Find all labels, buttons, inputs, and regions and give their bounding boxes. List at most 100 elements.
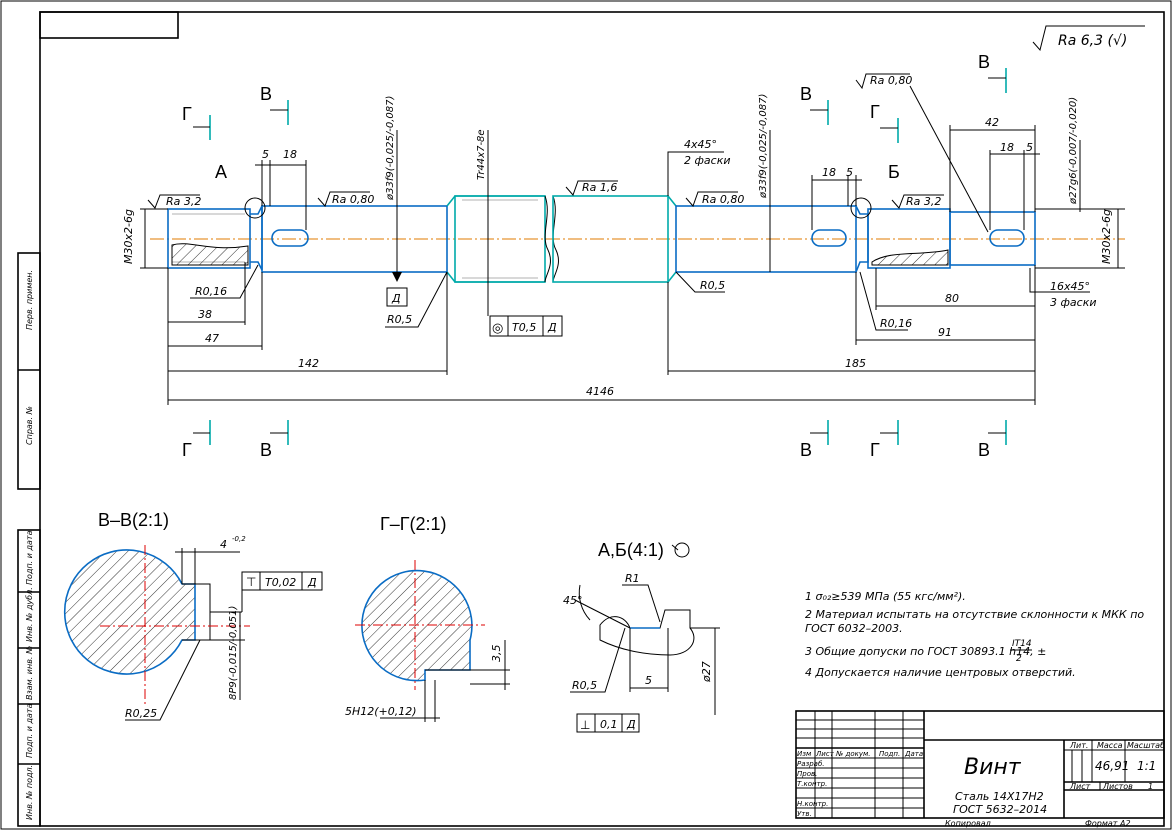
note-3: 3 Общие допуски по ГОСТ 30893.1 h14, ± xyxy=(805,645,1046,658)
tb-mass: 46,91 xyxy=(1095,759,1129,773)
right-keyway xyxy=(811,229,847,247)
detail-circle-b xyxy=(850,197,872,219)
shaft-diameter-labels: M30x2-6g M30x2-6g Tr44x7-8e ø33f9(-0,025… xyxy=(122,94,1125,290)
chamfer-1-note: 2 фаски xyxy=(684,154,730,167)
ab-r2: R0,5 xyxy=(572,679,597,692)
vv-tol-datum: Д xyxy=(307,576,317,589)
left-strip: Перв. примен. Справ. № Подп. и дата Инв.… xyxy=(17,252,41,827)
sec-v-bottom-left: В xyxy=(260,440,272,460)
sec-v-top-mid: В xyxy=(800,84,812,104)
ab-dia: ø27 xyxy=(700,661,713,683)
detail-ab: А,Б(4:1) 45° R1 R0,5 5 ø27 ⊥ 0,1 Д xyxy=(563,540,720,733)
tb-scale: 1:1 xyxy=(1137,759,1156,773)
dim-142: 142 xyxy=(298,357,319,370)
tb-h-doc: № докум. xyxy=(835,750,871,758)
roughness-general-text: Ra 6,3 (√) xyxy=(1058,33,1127,49)
section-markers: Г Г В В В В Г Г В В xyxy=(182,52,1007,460)
detail-view-circle xyxy=(674,542,690,558)
sec-g-bottom-left: Г xyxy=(182,440,192,460)
ab-tol-value: 0,1 xyxy=(600,718,618,731)
ab-angle: 45° xyxy=(563,594,583,607)
dia-right-journal: ø33f9(-0,025/-0,087) xyxy=(758,94,769,199)
radius-right: R0,16 xyxy=(880,317,912,330)
detail-ab-title: А,Б(4:1) xyxy=(598,540,664,560)
radius-left-trap: R0,5 xyxy=(387,313,412,326)
thread-trap-label: Tr44x7-8e xyxy=(476,129,487,180)
dim-42: 42 xyxy=(985,116,999,129)
note-2b: ГОСТ 6032–2003. xyxy=(805,622,903,635)
technical-notes: 1 σ₀₂≥539 МПа (55 кгс/мм²). 2 Материал и… xyxy=(805,590,1144,679)
ab-tol-datum: Д xyxy=(626,718,636,731)
shaft-datum: Д ◎ T0,5 Д xyxy=(386,272,563,337)
strip-perv: Перв. примен. xyxy=(25,270,34,330)
chamfer-2-note: 3 фаски xyxy=(1050,296,1096,309)
tb-h-podp: Подп. xyxy=(879,750,900,758)
trap-thread-right xyxy=(552,195,669,283)
section-vv-title: В–В(2:1) xyxy=(98,510,169,530)
strip-inv-podl: Инв. № подл. xyxy=(25,765,34,820)
sec-v-top-left: В xyxy=(260,84,272,104)
dim-91: 91 xyxy=(938,326,952,339)
chamfer-1: 4x45° xyxy=(684,138,717,151)
vv-tol-value: T0,02 xyxy=(265,576,296,589)
vv-radius: R0,25 xyxy=(125,707,157,720)
tb-sheets: 1 xyxy=(1148,782,1153,791)
sec-v-top-right: В xyxy=(978,52,990,72)
label-a: А xyxy=(215,162,227,182)
left-journal xyxy=(261,205,448,273)
tol-datum: Д xyxy=(547,321,557,334)
note-4: 4 Допускается наличие центровых отверсти… xyxy=(805,666,1076,679)
dim-47: 47 xyxy=(205,332,219,345)
shaft-roughness: Ra 3,2 Ra 0,80 Ra 1,6 Ra 0,80 Ra 3,2 Ra … xyxy=(147,73,989,233)
note-2: 2 Материал испытать на отсутствие склонн… xyxy=(805,608,1144,621)
ra-right-thread: Ra 3,2 xyxy=(906,195,941,208)
tb-copied: Копировал xyxy=(945,819,991,828)
end-keyway xyxy=(989,229,1025,247)
tb-material-2: ГОСТ 5632–2014 xyxy=(953,803,1047,816)
thread-left-label: M30x2-6g xyxy=(122,209,135,264)
dim-5-right: 5 xyxy=(846,166,853,179)
dim-4146: 4146 xyxy=(586,385,614,398)
gg-fit: 5H12(+0,12) xyxy=(345,705,417,718)
dim-18-end: 18 xyxy=(1000,141,1014,154)
top-left-box xyxy=(39,11,179,39)
tb-material-1: Сталь 14Х17Н2 xyxy=(955,790,1044,803)
strip-podp-1: Подп. и дата xyxy=(25,530,34,585)
ra-right-journal: Ra 0,80 xyxy=(702,193,744,206)
sec-g-bottom-right: Г xyxy=(870,440,880,460)
ab-tol-symbol: ⊥ xyxy=(580,718,590,732)
label-b: Б xyxy=(888,162,900,182)
ra-trap: Ra 1,6 xyxy=(582,181,617,194)
inner-frame xyxy=(39,11,1165,827)
vv-dim-4-tol: -0,2 xyxy=(232,535,246,543)
dim-80: 80 xyxy=(945,292,959,305)
ab-dim-5: 5 xyxy=(645,674,652,687)
shaft-view: А Б xyxy=(150,162,1125,283)
ab-r1: R1 xyxy=(625,572,640,585)
tb-nkontr: Н.контр. xyxy=(797,800,828,808)
ra-end: Ra 0,80 xyxy=(870,74,912,87)
sec-g-top-right: Г xyxy=(870,102,880,122)
right-end-journal xyxy=(949,211,1036,266)
strip-sprav: Справ. № xyxy=(25,406,34,445)
left-keyway xyxy=(271,229,309,247)
left-thread-body xyxy=(167,208,251,269)
right-journal xyxy=(675,205,857,273)
note-3-frac-num: IT14 xyxy=(1012,639,1032,649)
sec-v-bottom-right: В xyxy=(978,440,990,460)
dim-18-left: 18 xyxy=(283,148,297,161)
tb-scale-label: Масштаб xyxy=(1127,741,1165,750)
tb-razrab: Разраб. xyxy=(797,760,825,768)
section-vv: В–В(2:1) 4 -0,2 ⊤ T0,02 Д 8P9(-0,015/-0,… xyxy=(63,510,323,721)
gg-dim-35: 3,5 xyxy=(490,645,503,663)
sec-v-bottom-mid: В xyxy=(800,440,812,460)
tb-h-list: Лист xyxy=(815,750,835,758)
ra-left-journal: Ra 0,80 xyxy=(332,193,374,206)
note-3-frac-den: 2 xyxy=(1016,654,1022,664)
dim-5-end: 5 xyxy=(1026,141,1033,154)
detail-circle-a xyxy=(244,197,266,219)
tb-prov: Пров. xyxy=(797,770,817,778)
tol-symbol: ◎ xyxy=(492,320,503,335)
tb-h-izm: Изм xyxy=(797,750,812,758)
section-gg-title: Г–Г(2:1) xyxy=(380,514,447,534)
